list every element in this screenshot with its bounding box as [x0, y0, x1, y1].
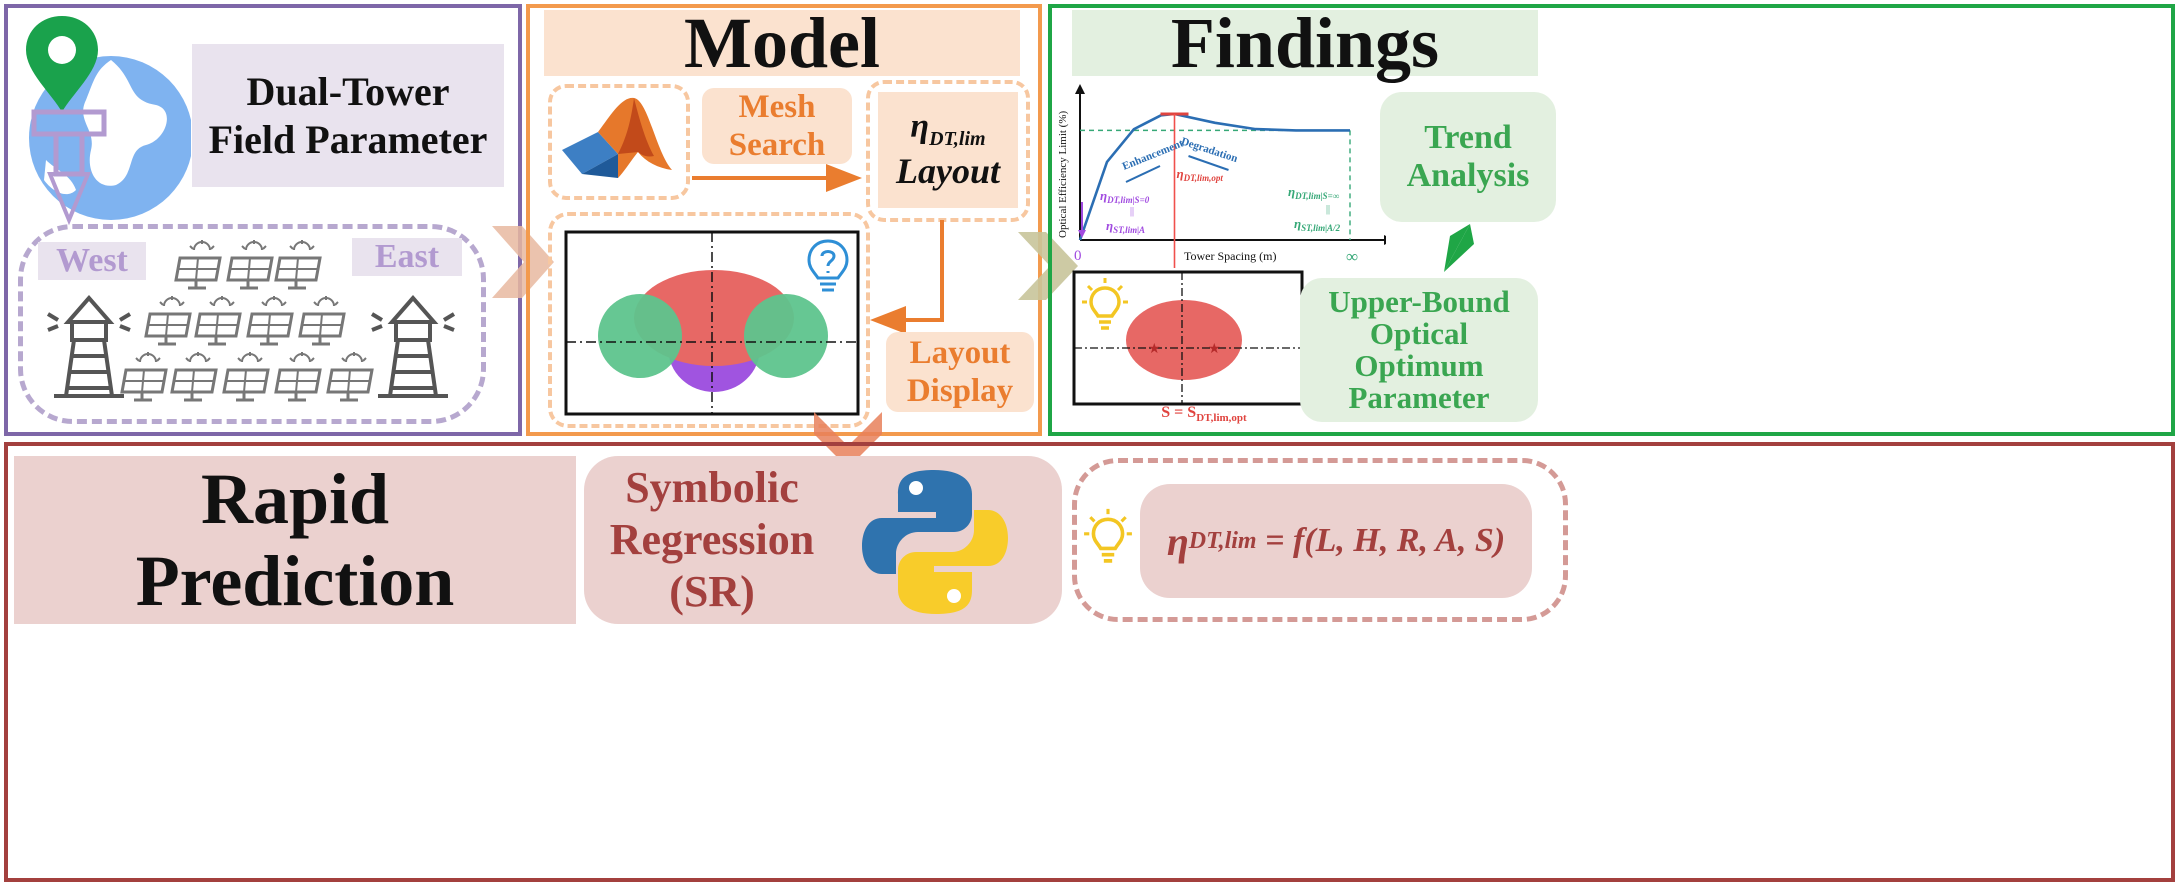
heliostat-field	[120, 238, 374, 402]
y-axis-label: Optical Efficiency Limit (%)	[1057, 110, 1069, 238]
eta-s0-label: ηDT,lim|S=0	[1100, 188, 1150, 205]
trend-analysis-box: Trend Analysis	[1380, 92, 1556, 222]
layout-plot-frame	[548, 212, 870, 428]
heliostat-icon	[274, 350, 322, 402]
heliostat-icon	[298, 294, 346, 346]
eta-sinf-label: ηDT,lim|S=∞	[1288, 184, 1339, 201]
mesh-search-line2: Search	[728, 127, 826, 163]
lightbulb-icon	[1084, 508, 1132, 563]
layout-display-box: Layout Display	[886, 332, 1034, 412]
mesh-search-line1: Mesh	[738, 89, 816, 125]
heliostat-icon	[194, 294, 242, 346]
heliostat-icon	[246, 294, 294, 346]
eta-st-a2-label: ηST,lim|A/2	[1294, 216, 1341, 233]
x-axis-label: Tower Spacing (m)	[1184, 249, 1276, 263]
solar-tower-icon	[370, 294, 456, 398]
sr-line1: Symbolic	[625, 463, 799, 512]
findings-chart: Optical Efficiency Limit (%) Tower Spacin…	[1057, 84, 1386, 268]
x-axis-arrow	[1384, 235, 1386, 245]
formula-frame	[1072, 458, 1568, 622]
python-logo-icon	[862, 470, 1008, 614]
y-axis-arrow	[1075, 84, 1085, 94]
lightbulb-question-icon	[807, 239, 849, 292]
arrow-elbow	[870, 220, 944, 334]
tower-star-icon: ★	[1208, 342, 1221, 357]
layout-plot	[564, 230, 860, 416]
eta-layout-box	[866, 80, 1030, 222]
formula-rest: = f(L, H, R, A, S)	[1256, 522, 1506, 559]
heliostat-icon	[226, 238, 274, 290]
east-tower-region	[744, 294, 828, 378]
heliostat-icon	[274, 238, 322, 290]
field-title-line1: Dual-Tower	[246, 68, 450, 114]
layout-display-line2: Display	[906, 373, 1014, 409]
x-tick-zero: 0	[1074, 248, 1082, 264]
rapid-title-line1: Rapid	[200, 459, 390, 539]
eta-s0-equals: ||	[1130, 206, 1134, 217]
formula-sub: DT,lim	[1188, 527, 1257, 554]
heliostat-icon	[222, 350, 270, 402]
trend-line2: Analysis	[1406, 157, 1530, 194]
upper-line2: Optical	[1369, 316, 1469, 351]
sr-line3: (SR)	[669, 567, 755, 616]
optimal-region	[1126, 300, 1242, 380]
heliostat-icon	[174, 238, 222, 290]
heliostat-icon	[120, 350, 168, 402]
sr-line2: Regression	[609, 515, 815, 564]
eta-sinf-equals: ||	[1326, 204, 1330, 215]
upper-bound-box: Upper-Bound Optical Optimum Parameter	[1300, 278, 1538, 422]
field-title-line2: Field Parameter	[208, 116, 488, 162]
west-tower-region	[598, 294, 682, 378]
lightbulb-icon	[1082, 278, 1128, 330]
zero-arrow	[1078, 230, 1086, 238]
eta-st-a-label: ηST,lim|A	[1106, 218, 1145, 235]
layout-display-line1: Layout	[909, 335, 1011, 371]
s-optimum-label: S = SDT,lim,opt	[1161, 404, 1247, 425]
x-tick-inf: ∞	[1346, 247, 1358, 266]
layout-label: Layout	[896, 151, 1000, 192]
location-pin-icon	[26, 16, 98, 112]
upper-line3: Optimum	[1354, 348, 1484, 383]
flow-arrow-icon	[492, 226, 554, 298]
east-label: East	[352, 238, 462, 276]
trend-line1: Trend	[1424, 119, 1512, 156]
sr-text: Symbolic Regression (SR)	[592, 456, 832, 624]
arrow-right	[692, 164, 862, 192]
upper-line1: Upper-Bound	[1328, 284, 1510, 319]
degradation-label: Degradation	[1180, 135, 1240, 165]
heliostat-icon	[170, 350, 218, 402]
upper-line4: Parameter	[1348, 380, 1490, 415]
field-title-box: Dual-Tower Field Parameter	[192, 44, 504, 187]
rapid-title-box: Rapid Prediction	[14, 456, 576, 624]
formula-eta: η	[1166, 518, 1189, 564]
eta-opt-label: ηDT,lim,opt	[1177, 166, 1224, 183]
findings-panel	[1048, 4, 2175, 436]
rapid-prediction-panel	[4, 442, 2175, 882]
optimal-layout-plot: ★ ★	[1072, 270, 1304, 406]
matlab-box	[548, 84, 690, 200]
eta-layout-inner: ηDT,lim Layout	[878, 92, 1018, 208]
findings-title: Findings	[1072, 3, 1538, 83]
west-label: West	[38, 242, 146, 280]
tower-marker-icon	[31, 109, 107, 226]
tower-star-icon: ★	[1148, 342, 1161, 357]
model-title: Model	[544, 3, 1020, 83]
matlab-logo-icon	[562, 97, 672, 178]
arrow-down-left	[1444, 224, 1474, 272]
rapid-title-line2: Prediction	[135, 541, 455, 621]
field-area	[18, 224, 486, 424]
eta-label: ηDT,lim	[910, 107, 986, 150]
heliostat-icon	[144, 294, 192, 346]
degradation-arrow	[1188, 155, 1229, 171]
mesh-search-box: Mesh Search	[702, 88, 852, 164]
field-parameter-panel	[4, 4, 522, 436]
heliostat-icon	[326, 350, 374, 402]
enhancement-arrow	[1125, 165, 1161, 183]
solar-tower-icon	[46, 294, 132, 398]
model-panel	[526, 4, 1042, 436]
